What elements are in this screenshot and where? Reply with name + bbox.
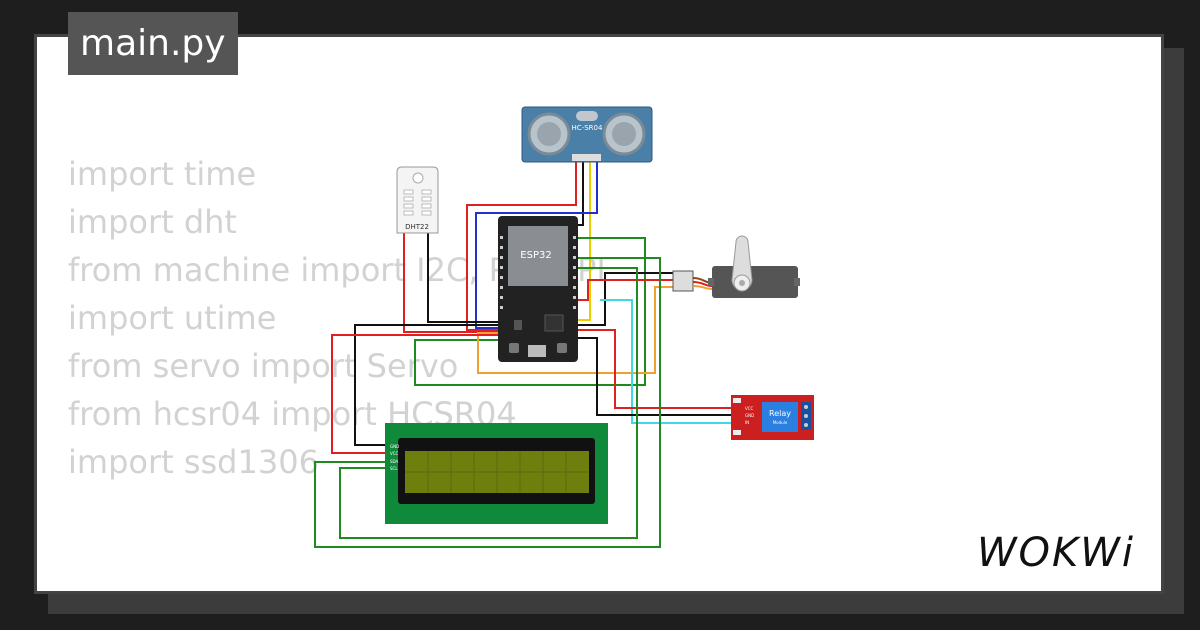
wire-red (578, 279, 673, 301)
wire-red (575, 329, 733, 409)
code-line: import time (68, 155, 257, 193)
wire-red (403, 233, 505, 333)
code-line: import dht (68, 203, 237, 241)
relay-sublabel: Module (773, 420, 788, 425)
wire-black (427, 233, 505, 323)
code-line: from servo import Servo (68, 347, 459, 385)
lcd-pin-label: SCL (390, 466, 398, 471)
wire-green (339, 267, 638, 539)
ultrasonic-label: HC-SR04 (572, 124, 603, 132)
relay-label: Relay (769, 409, 791, 418)
wokwi-logo-text: WOKWi (977, 530, 1135, 576)
wire-red (466, 160, 577, 331)
relay-pin-label: VCC (745, 406, 754, 411)
filename-tab[interactable]: main.py (68, 12, 238, 75)
servo-motor[interactable] (672, 235, 800, 298)
dht22-label: DHT22 (405, 223, 429, 231)
lcd-pin-label: SDA (390, 459, 399, 464)
wire-orange (477, 286, 673, 374)
esp32-board[interactable]: ESP32 (498, 216, 578, 362)
relay-pin-label: IN (745, 420, 749, 425)
wire-red (331, 334, 505, 454)
wire-black (575, 337, 733, 416)
wire-blue (475, 160, 598, 329)
lcd-display[interactable]: GND VCC SDA SCL (385, 423, 608, 524)
esp32-label: ESP32 (520, 250, 551, 261)
relay-module[interactable]: VCC GND IN Relay Module (731, 395, 814, 440)
lcd-pin-label: VCC (390, 451, 399, 456)
relay-pin-label: GND (745, 413, 754, 418)
wire-green (414, 237, 646, 386)
code-line: from machine import I2C, Pin, SPI (68, 251, 606, 289)
dht22-sensor[interactable]: DHT22 (396, 166, 439, 234)
lcd-pin-label: GND (390, 444, 399, 449)
wires (314, 160, 733, 548)
code-line: from hcsr04 import HCSR04 (68, 395, 517, 433)
wokwi-logo: WOKWi (977, 530, 1135, 576)
ultrasonic-sensor[interactable]: HC-SR04 (521, 106, 653, 163)
code-line: import ssd1306 (68, 443, 319, 481)
code-preview: import time import dht from machine impo… (68, 150, 606, 486)
wire-cyan (600, 299, 733, 424)
wire-green (314, 257, 661, 548)
wire-black (354, 324, 505, 446)
code-line: import utime (68, 299, 277, 337)
